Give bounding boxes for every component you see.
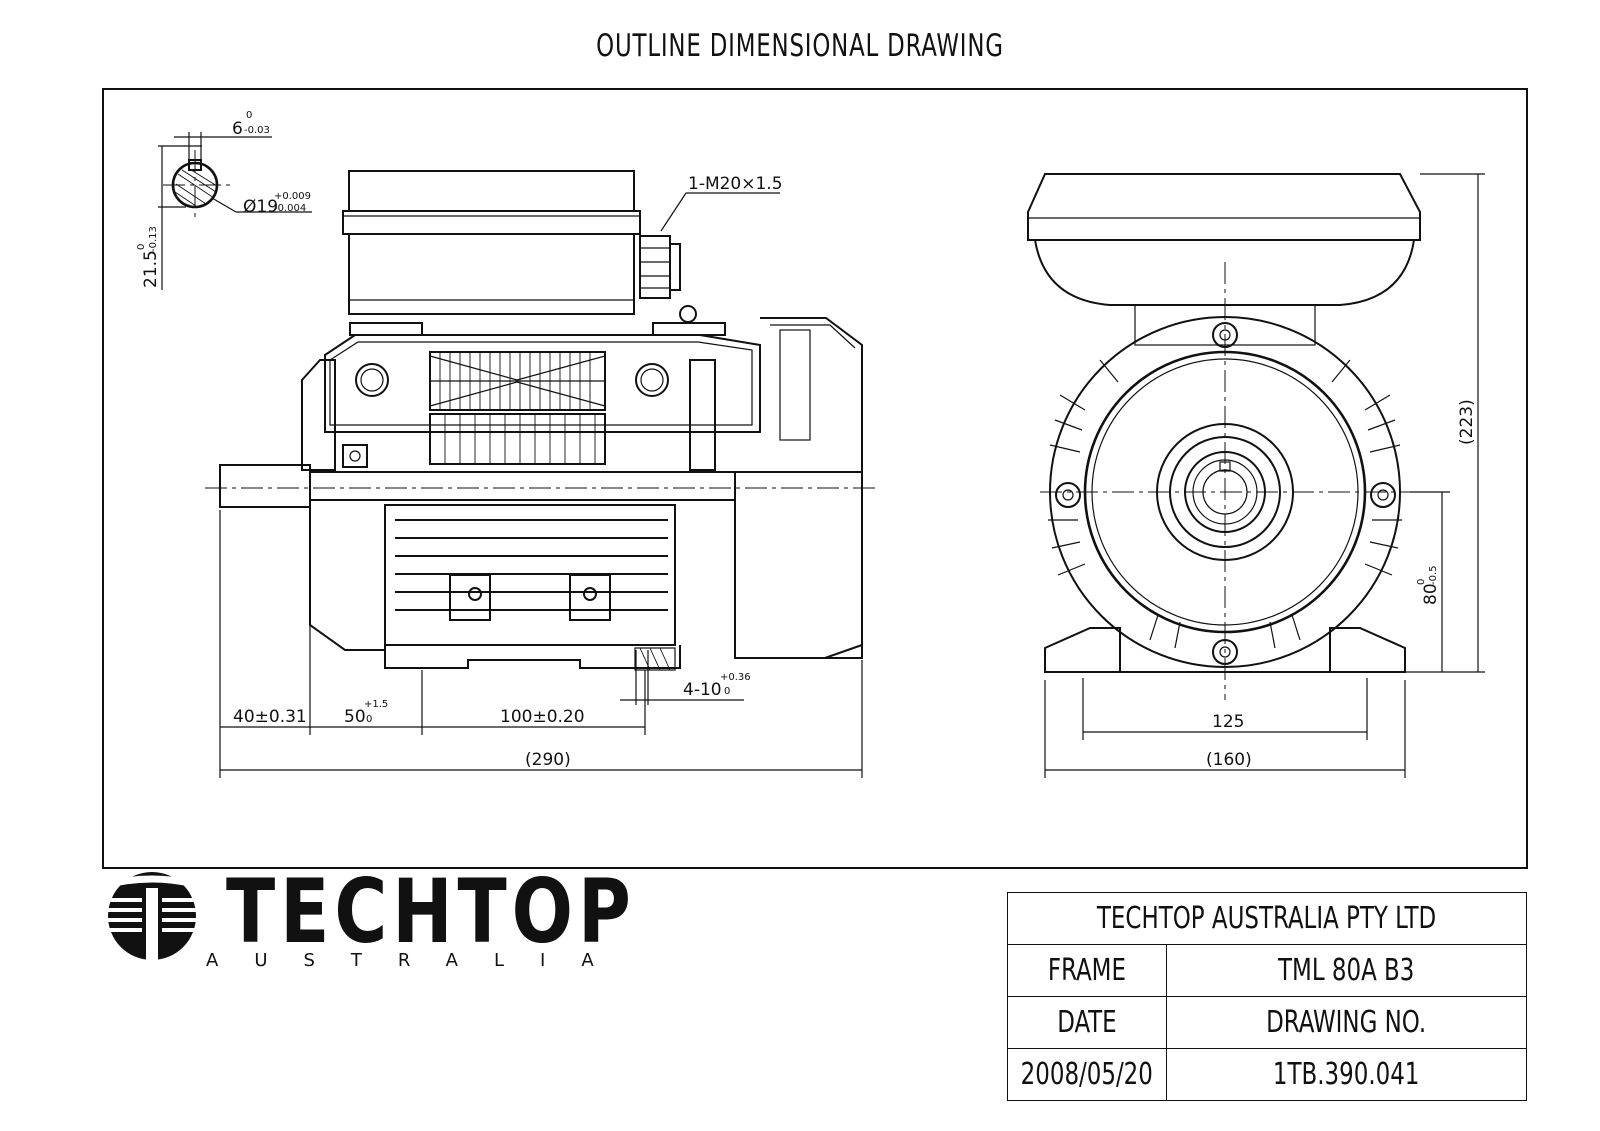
svg-text:Ø19: Ø19 — [243, 197, 278, 217]
svg-text:50: 50 — [344, 707, 366, 727]
dim-key-width: 6 0 -0.03 — [232, 110, 270, 139]
svg-text:100±0.20: 100±0.20 — [500, 707, 585, 727]
svg-text:4-10: 4-10 — [683, 680, 722, 700]
dim-shaft-diameter: Ø19 +0.009 -0.004 — [243, 191, 311, 217]
svg-text:(160): (160) — [1206, 750, 1252, 770]
svg-text:0: 0 — [136, 244, 147, 250]
dim-overall-width: (160) — [1206, 750, 1252, 770]
svg-text:+0.36: +0.36 — [720, 672, 751, 683]
dim-overall-height: (223) — [1457, 399, 1477, 445]
logo-subtitle: AUSTRALIA — [206, 950, 630, 971]
svg-text:-0.13: -0.13 — [148, 226, 159, 252]
dim-foot-width: 125 — [1212, 712, 1244, 732]
svg-text:6: 6 — [232, 119, 243, 139]
frame-value: TML 80A B3 — [1166, 944, 1527, 997]
svg-text:80: 80 — [1421, 583, 1441, 605]
svg-text:(290): (290) — [525, 750, 571, 770]
svg-text:+1.5: +1.5 — [364, 699, 388, 710]
techtop-logo: TECHTOP AUSTRALIA — [102, 862, 662, 982]
dim-shaft-height: 80 0 -0.5 — [1416, 565, 1441, 605]
svg-text:21.5: 21.5 — [141, 250, 161, 288]
logo-wordmark: TECHTOP — [226, 860, 636, 963]
svg-text:125: 125 — [1212, 712, 1244, 732]
end-view — [1027, 173, 1485, 778]
svg-text:-0.004: -0.004 — [274, 203, 306, 214]
svg-text:-0.5: -0.5 — [1428, 565, 1439, 585]
dim-shaft-length: 40±0.31 — [233, 707, 307, 727]
svg-text:0: 0 — [246, 110, 252, 121]
title-block: TECHTOP AUSTRALIA PTY LTD FRAME TML 80A … — [1007, 892, 1527, 1101]
svg-text:40±0.31: 40±0.31 — [233, 707, 307, 727]
date-value: 2008/05/20 — [1007, 1048, 1167, 1101]
title-block-company: TECHTOP AUSTRALIA PTY LTD — [1007, 892, 1527, 945]
dim-cable-gland: 1-M20×1.5 — [688, 174, 783, 194]
drawing-number-value: 1TB.390.041 — [1166, 1048, 1527, 1101]
date-label: DATE — [1007, 996, 1167, 1049]
frame-label: FRAME — [1007, 944, 1167, 997]
svg-text:1-M20×1.5: 1-M20×1.5 — [688, 174, 783, 194]
dim-overall-length: (290) — [525, 750, 571, 770]
techtop-emblem-icon — [108, 872, 196, 962]
svg-text:0: 0 — [1416, 579, 1427, 585]
dim-foot-spacing: 100±0.20 — [500, 707, 585, 727]
dim-key-depth: 21.5 0 -0.13 — [136, 226, 161, 288]
shaft-section — [158, 132, 312, 290]
drawing-number-label: DRAWING NO. — [1166, 996, 1527, 1049]
drawing-title: OUTLINE DIMENSIONAL DRAWING — [596, 28, 1004, 64]
side-view — [205, 170, 875, 778]
svg-text:-0.03: -0.03 — [244, 125, 270, 136]
dim-foot-holes: 4-10 +0.36 0 — [683, 672, 751, 700]
svg-text:(223): (223) — [1457, 399, 1477, 445]
drawing-frame — [102, 88, 1528, 869]
svg-text:0: 0 — [366, 714, 372, 725]
svg-text:+0.009: +0.009 — [274, 191, 311, 202]
dim-shaft-to-foot: 50 +1.5 0 — [344, 699, 388, 727]
svg-text:0: 0 — [724, 686, 730, 697]
